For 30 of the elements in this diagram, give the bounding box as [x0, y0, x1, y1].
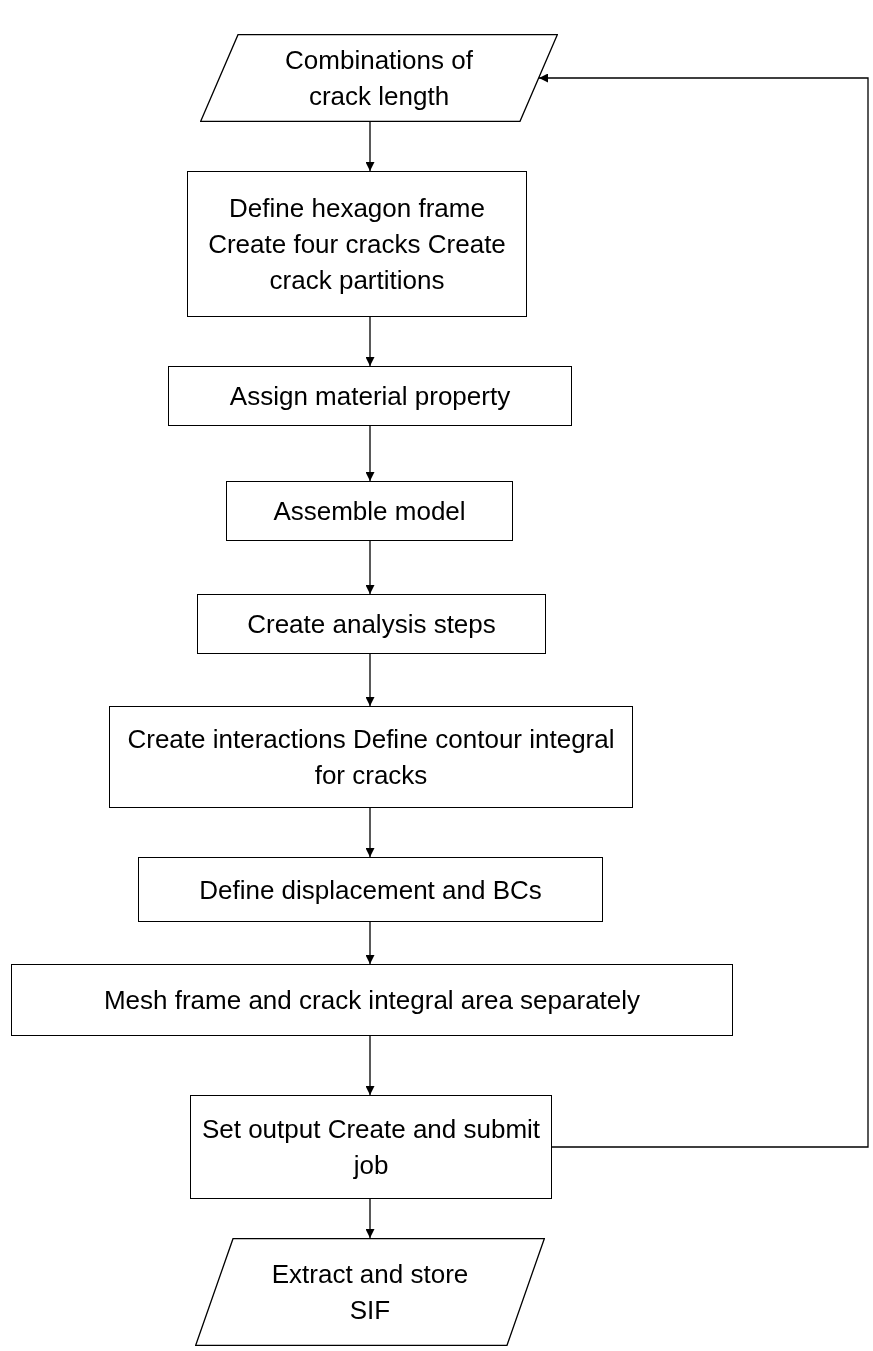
process-box	[197, 594, 546, 654]
node-label: Assign material property	[229, 380, 511, 413]
node-label: Assemble model	[273, 495, 466, 528]
arrow	[365, 807, 375, 858]
node-label: Define displacement and BCs	[199, 873, 542, 907]
node-label: Extract and store SIF	[270, 1258, 470, 1327]
node-label: Define hexagon frame Create four cracks Create crack partitions	[207, 192, 507, 297]
node-label: Set output Create and submit job	[200, 1113, 542, 1182]
node-label: Create analysis steps	[247, 608, 496, 641]
arrow	[365, 921, 375, 965]
process-box	[187, 171, 527, 317]
arrow	[365, 316, 375, 367]
arrow	[365, 121, 375, 172]
arrow	[365, 1035, 375, 1096]
process-box	[109, 706, 633, 808]
arrow	[538, 73, 869, 1148]
arrow	[365, 653, 375, 707]
process-box	[11, 964, 733, 1036]
input-output-parallelogram	[195, 1238, 545, 1346]
input-output-parallelogram	[200, 34, 558, 122]
node-label: Create interactions Define contour integral for cracks	[126, 723, 616, 792]
process-box	[138, 857, 603, 922]
process-box	[168, 366, 572, 426]
node-label: Combinations of crack length	[284, 44, 474, 113]
arrow	[365, 425, 375, 482]
node-label: Mesh frame and crack integral area separately	[103, 984, 641, 1017]
arrow	[365, 540, 375, 595]
process-box	[226, 481, 513, 541]
arrow	[365, 1198, 375, 1239]
process-box	[190, 1095, 552, 1199]
